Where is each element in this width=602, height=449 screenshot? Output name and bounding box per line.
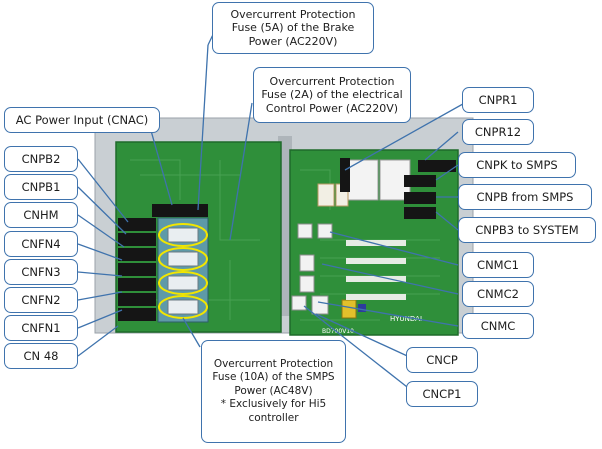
callout-fuse-smps: Overcurrent Protection Fuse (10A) of the… <box>201 340 346 443</box>
callout-fuse-smps-line5: controller <box>248 411 299 424</box>
callout-fuse-smps-line3: Power (AC48V) <box>234 384 313 397</box>
leader-lines <box>77 21 471 395</box>
diode <box>358 304 366 312</box>
callout-cnhm: CNHM <box>4 202 78 228</box>
callout-cnpk-to-smps-text: CNPK to SMPS <box>476 157 558 172</box>
callout-cnmc1: CNMC1 <box>462 252 534 278</box>
callout-fuse-electrical: Overcurrent Protection Fuse (2A) of the … <box>253 67 411 123</box>
callout-cnfn3: CNFN3 <box>4 259 78 285</box>
callout-cn48-text: CN 48 <box>23 348 59 363</box>
callout-cnpr12-text: CNPR12 <box>474 124 522 139</box>
callout-cnfn4-text: CNFN4 <box>21 236 61 251</box>
fuses <box>167 227 199 315</box>
board-part-text: BD700V10 <box>322 328 354 335</box>
callout-cnmc2: CNMC2 <box>462 281 534 307</box>
callout-cnpr1: CNPR1 <box>462 87 534 113</box>
callout-cncp1-text: CNCP1 <box>422 386 462 401</box>
callout-fuse-brake: Overcurrent Protection Fuse (5A) of the … <box>212 2 374 54</box>
callout-cn48: CN 48 <box>4 343 78 369</box>
callout-cnpk-to-smps: CNPK to SMPS <box>458 152 576 178</box>
callout-fuse-electrical-text: Overcurrent Protection Fuse (2A) of the … <box>261 75 403 115</box>
callout-fuse-brake-text: Overcurrent Protection Fuse (5A) of the … <box>230 8 356 48</box>
callout-fuse-smps-line1: Overcurrent Protection <box>213 357 334 370</box>
callout-cnmc-text: CNMC <box>480 318 516 333</box>
callout-cnpb-from-smps-text: CNPB from SMPS <box>476 189 574 204</box>
callout-cnhm-text: CNHM <box>23 207 59 222</box>
callout-cncp1: CNCP1 <box>406 381 478 407</box>
right-connectors <box>340 158 456 219</box>
capacitor <box>341 299 357 319</box>
callout-fuse-smps-line2: Fuse (10A) of the SMPS <box>212 371 335 384</box>
callout-cnfn1: CNFN1 <box>4 315 78 341</box>
callout-cnmc1-text: CNMC1 <box>477 257 519 272</box>
callout-cnpr1-text: CNPR1 <box>478 92 518 107</box>
callout-cnpb1: CNPB1 <box>4 174 78 200</box>
callout-cnmc: CNMC <box>462 313 534 339</box>
callout-fuse-smps-line4: * Exclusively for Hi5 <box>220 398 327 411</box>
relays <box>347 159 411 201</box>
silk-label-strips <box>346 240 406 300</box>
fuse-highlight-rings <box>158 223 208 319</box>
callout-cnfn2-text: CNFN2 <box>21 292 61 307</box>
cnac-connector <box>152 204 208 217</box>
callout-cnmc2-text: CNMC2 <box>477 286 519 301</box>
callout-cnpb3-to-system-text: CNPB3 to SYSTEM <box>475 222 579 237</box>
callout-ac-power-input: AC Power Input (CNAC) <box>4 107 160 133</box>
callout-cnfn1-text: CNFN1 <box>21 320 61 335</box>
callout-cnpb2-text: CNPB2 <box>21 151 61 166</box>
callout-cnpb1-text: CNPB1 <box>21 179 61 194</box>
callout-ac-power-input-text: AC Power Input (CNAC) <box>15 112 149 127</box>
callout-cnpb-from-smps: CNPB from SMPS <box>458 184 592 210</box>
callout-cnfn3-text: CNFN3 <box>21 264 61 279</box>
board-brand-text: HYUNDAI <box>390 315 422 323</box>
callout-cnpr12: CNPR12 <box>462 119 534 145</box>
left-connectors <box>118 218 156 321</box>
callout-cnpb3-to-system: CNPB3 to SYSTEM <box>458 217 596 243</box>
cnmc-connectors <box>291 223 333 315</box>
callout-cnfn2: CNFN2 <box>4 287 78 313</box>
callout-cnpb2: CNPB2 <box>4 146 78 172</box>
callout-cncp: CNCP <box>406 347 478 373</box>
callout-cncp-text: CNCP <box>426 352 458 367</box>
callout-cnfn4: CNFN4 <box>4 231 78 257</box>
